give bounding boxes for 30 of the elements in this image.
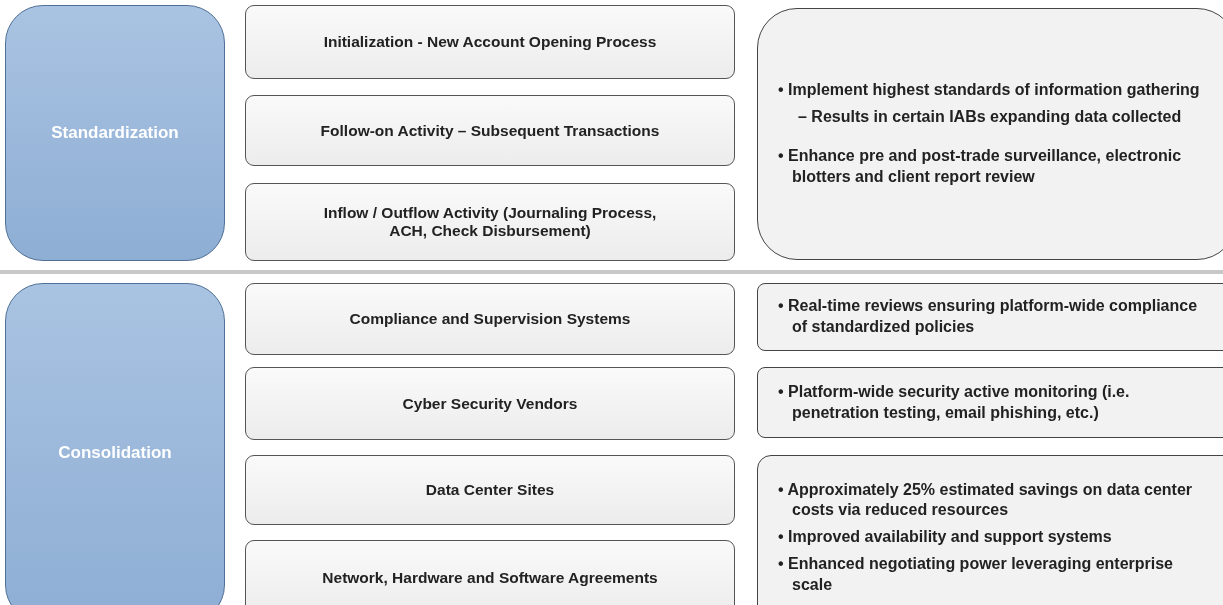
category-title: Consolidation (58, 443, 172, 463)
note-box (757, 8, 1223, 260)
process-label: Inflow / Outflow Activity (Journaling Process, ACH, Check Disbursement) (322, 204, 658, 240)
note-box (757, 283, 1223, 351)
bullet-point: – Results in certain IABs expanding data collected (798, 107, 1183, 128)
bullet-point: • Enhanced negotiating power leveraging enterprise scale (778, 553, 1174, 595)
process-box (245, 455, 735, 525)
process-label: Compliance and Supervision Systems (349, 310, 631, 328)
process-box (245, 183, 735, 261)
process-box (245, 540, 735, 605)
process-box (245, 367, 735, 440)
bullet-point: • Platform-wide security active monitoring (i.e. penetration testing, email phishing, etc.) (778, 381, 1131, 423)
bullet-point: • Improved availability and support systems (778, 527, 1113, 548)
process-box (245, 5, 735, 79)
bullet-point: • Real-time reviews ensuring platform-wide compliance of standardized policies (778, 296, 1199, 337)
bullet-point: • Enhance pre and post-trade surveillance, electronic blotters and client report review (778, 146, 1183, 187)
process-label: Cyber Security Vendors (402, 394, 578, 413)
bullet-point: • Approximately 25% estimated savings on data center costs via reduced resources (778, 479, 1194, 521)
note-box (757, 455, 1223, 605)
process-label: Network, Hardware and Software Agreements (322, 568, 658, 587)
process-box (245, 95, 735, 166)
bullet-point: • Implement highest standards of information gathering (778, 80, 1201, 101)
process-label: Data Center Sites (425, 481, 555, 499)
category-box (5, 5, 225, 261)
process-box (245, 283, 735, 355)
category-box (5, 283, 225, 605)
note-box (757, 367, 1223, 438)
category-title: Standardization (51, 123, 179, 143)
process-label: Follow-on Activity – Subsequent Transactions (320, 121, 660, 140)
process-label: Initialization - New Account Opening Process (323, 33, 657, 51)
